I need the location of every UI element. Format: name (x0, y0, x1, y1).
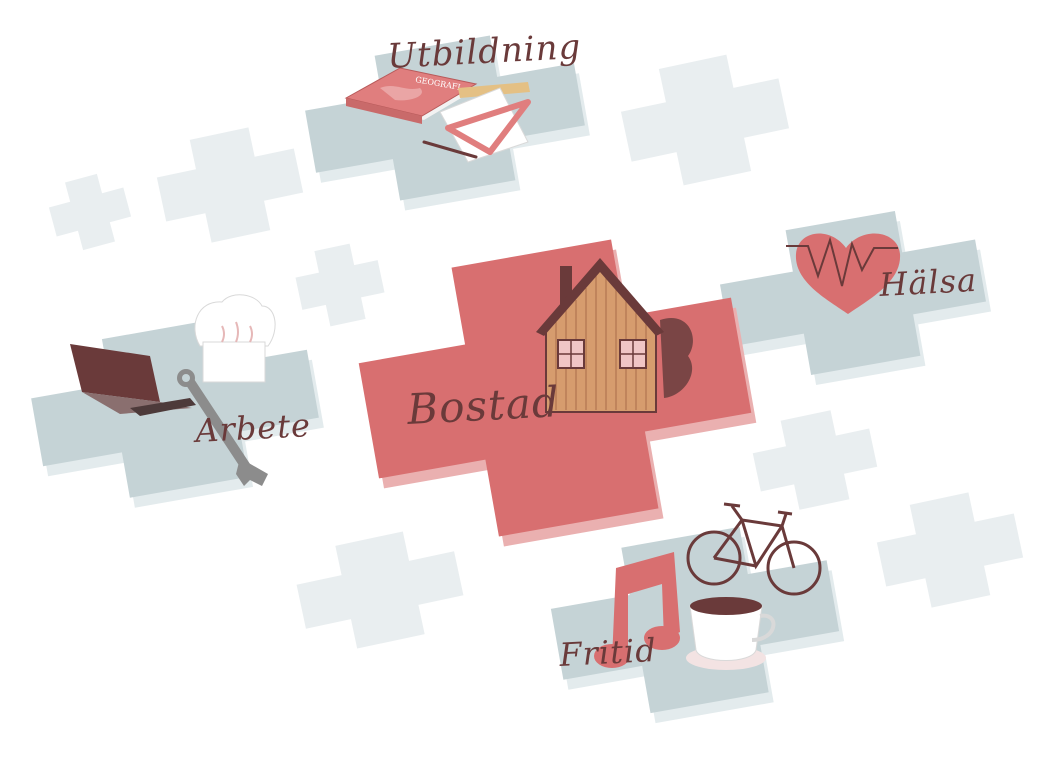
bg-piece (747, 403, 882, 517)
label-bostad: Bostad (405, 377, 561, 434)
label-fritid: Fritid (557, 631, 657, 674)
label-arbete: Arbete (191, 406, 311, 450)
bg-piece (871, 484, 1030, 616)
window (620, 340, 646, 368)
bg-piece (291, 239, 389, 332)
chef-hat-icon (195, 295, 275, 382)
bg-piece (290, 522, 469, 658)
bg-piece (44, 168, 136, 256)
bg-piece (151, 119, 310, 251)
label-halsa: Hälsa (877, 261, 978, 304)
bg-piece (614, 45, 796, 195)
window (558, 340, 584, 368)
